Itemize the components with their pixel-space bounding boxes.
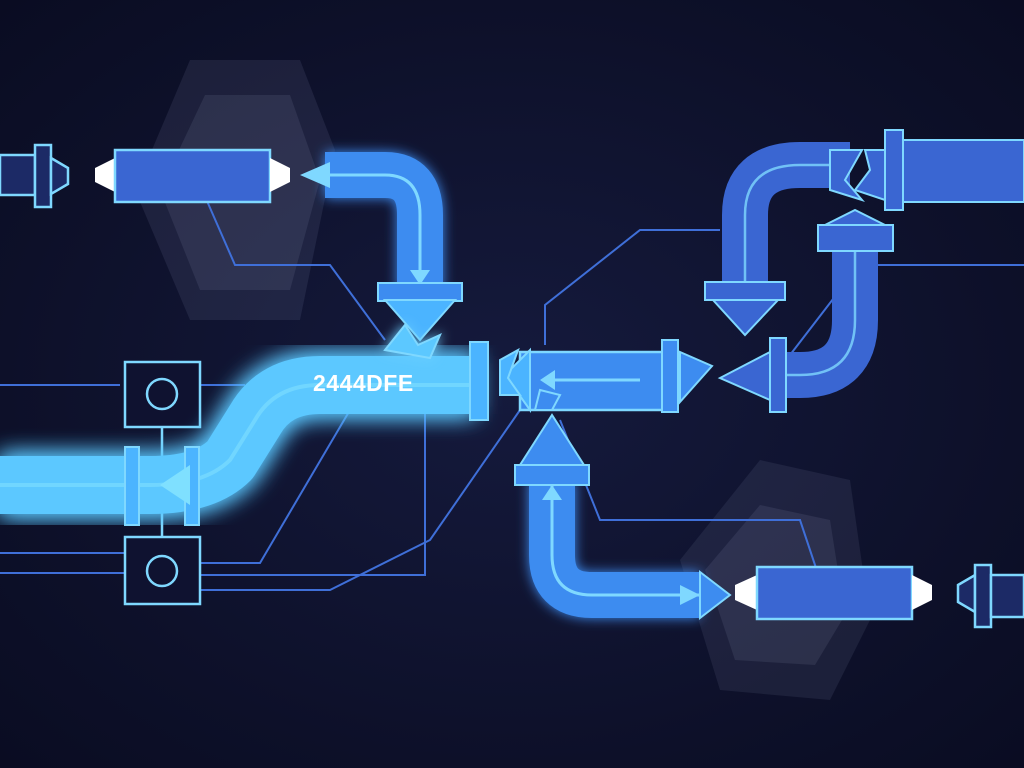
main-pipe-left-flange[interactable] [124,446,140,526]
left-edge-connector[interactable] [0,143,70,209]
bottom-right-pipe-segment[interactable] [735,565,932,621]
circuit-wires [0,184,1024,591]
top-right-elbow-flange[interactable] [704,281,786,301]
right-return-flange[interactable] [817,224,894,252]
top-left-elbow-arrow-down [410,270,430,285]
junction-break-lower [533,388,562,411]
right-return-outlet [717,350,771,402]
lower-elbow-arrow-right [680,585,700,605]
top-right-elbow-break-left [829,149,865,202]
top-left-elbow-arrow-left [300,162,330,188]
valve-box-top [123,360,202,429]
top-right-elbow-break-right [853,149,886,202]
pipe-code-label: 2444DFE [313,370,414,396]
top-left-elbow-nozzle [382,299,458,342]
valve-box-bottom [123,535,202,606]
main-pipe-inlet-arrow [160,465,190,505]
top-left-elbow-pipe[interactable] [325,152,443,290]
lower-elbow-flange[interactable] [514,464,590,486]
lower-elbow-outlet [699,569,732,621]
lower-elbow-pipe[interactable] [529,480,700,618]
top-left-elbow-flange[interactable] [377,282,463,302]
main-glowing-pipe[interactable] [0,356,475,514]
top-right-long-pipe[interactable] [884,129,1024,211]
right-return-pipe[interactable] [775,250,878,398]
right-return-side-flange[interactable] [769,337,787,413]
middle-connector-pipe[interactable] [503,339,714,414]
top-right-elbow-pipe[interactable] [722,142,850,290]
right-edge-connector[interactable] [956,563,1024,629]
lower-elbow-arrow-up [542,485,562,500]
code-section-flange[interactable] [469,341,489,421]
right-return-nozzle [824,208,886,226]
lower-elbow-nozzle [518,413,586,466]
junction-break-top [383,323,442,360]
junction-break-center [499,347,522,396]
top-right-elbow-nozzle [710,299,781,337]
top-left-pipe-segment[interactable] [95,148,290,204]
